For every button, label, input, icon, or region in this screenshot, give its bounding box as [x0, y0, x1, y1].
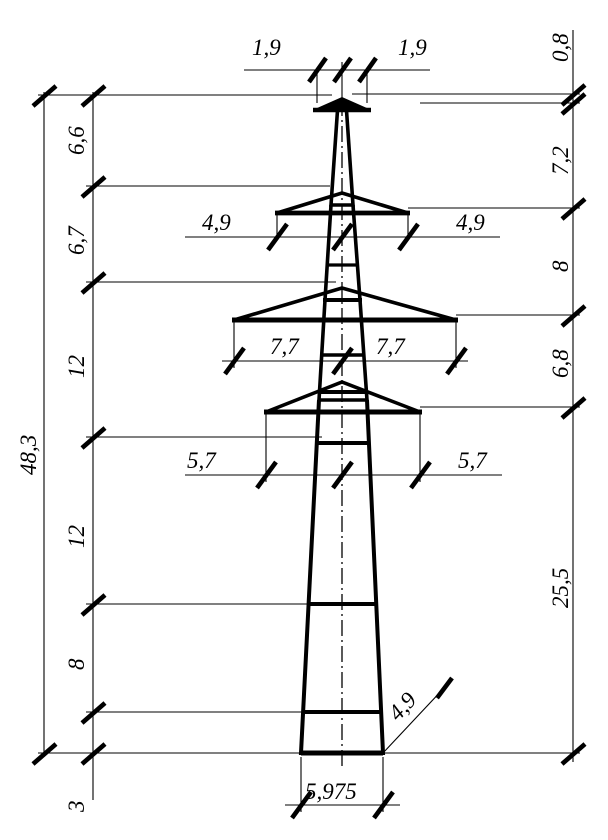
label-right-68: 6,8: [548, 349, 573, 378]
crossarm-3: [233, 286, 457, 322]
label-left-3: 3: [64, 801, 89, 814]
tick-left-95: [80, 84, 107, 108]
tick-right-407: [560, 396, 587, 420]
crossarm-4: [265, 380, 421, 414]
label-arm3-left-77: 7,7: [270, 334, 300, 359]
label-arm4-right-57: 5,7: [458, 448, 488, 473]
tick-left-186: [80, 175, 107, 199]
tick-left-282: [80, 271, 107, 295]
tick-left-437: [80, 426, 107, 450]
label-top-left-19: 1,9: [252, 35, 281, 60]
label-left-66: 6,6: [64, 126, 89, 155]
tick-arm4-center: [331, 460, 354, 490]
tick-left-712: [80, 701, 107, 725]
label-right-08: 0,8: [548, 33, 573, 62]
label-right-255: 25,5: [548, 568, 573, 608]
label-leg-slope-49: 4,9: [383, 687, 421, 725]
tick-top-center: [332, 56, 353, 84]
tick-left-753: [80, 742, 107, 766]
label-right-72: 7,2: [548, 146, 573, 175]
label-left-12-lower: 12: [64, 525, 89, 548]
label-arm2-right-49: 4,9: [456, 210, 485, 235]
label-left-12-upper: 12: [64, 355, 89, 378]
label-arm4-left-57: 5,7: [187, 448, 217, 473]
tick-arm3-left: [223, 346, 246, 376]
tick-left-604: [80, 593, 107, 617]
tick-arm2-right: [397, 222, 420, 252]
tick-arm2-center: [331, 222, 354, 252]
label-arm2-left-49: 4,9: [202, 210, 231, 235]
tick-overall-top: [31, 84, 58, 108]
label-left-67: 6,7: [64, 225, 89, 255]
leader-leg-slope: [382, 687, 445, 754]
label-base-5975: 5,975: [305, 779, 357, 804]
tick-arm3-center: [331, 346, 354, 376]
tick-arm4-left: [255, 460, 278, 490]
tick-base-right: [372, 790, 395, 820]
label-top-right-19: 1,9: [398, 35, 427, 60]
tick-right-208: [560, 197, 587, 221]
tower-body-seg3: [317, 299, 369, 402]
tick-arm2-left: [266, 222, 289, 252]
tick-right-103: [560, 92, 587, 116]
tick-top-right: [357, 56, 378, 84]
tick-right-94: [560, 83, 587, 107]
tick-base-left: [290, 790, 313, 820]
tick-leg-slope: [435, 676, 454, 700]
label-right-8: 8: [548, 260, 573, 272]
tick-right-315: [560, 304, 587, 328]
tick-right-753: [560, 742, 587, 766]
tick-overall-bottom: [31, 742, 58, 766]
label-arm3-right-77: 7,7: [376, 334, 406, 359]
tick-arm4-right: [409, 460, 432, 490]
dimension-ticks: [31, 56, 587, 820]
tick-top-left: [307, 56, 328, 84]
label-left-8: 8: [64, 658, 89, 670]
tick-arm3-right: [445, 346, 468, 376]
label-overall-483: 48,3: [16, 435, 41, 475]
extension-lines-group: [38, 30, 580, 812]
